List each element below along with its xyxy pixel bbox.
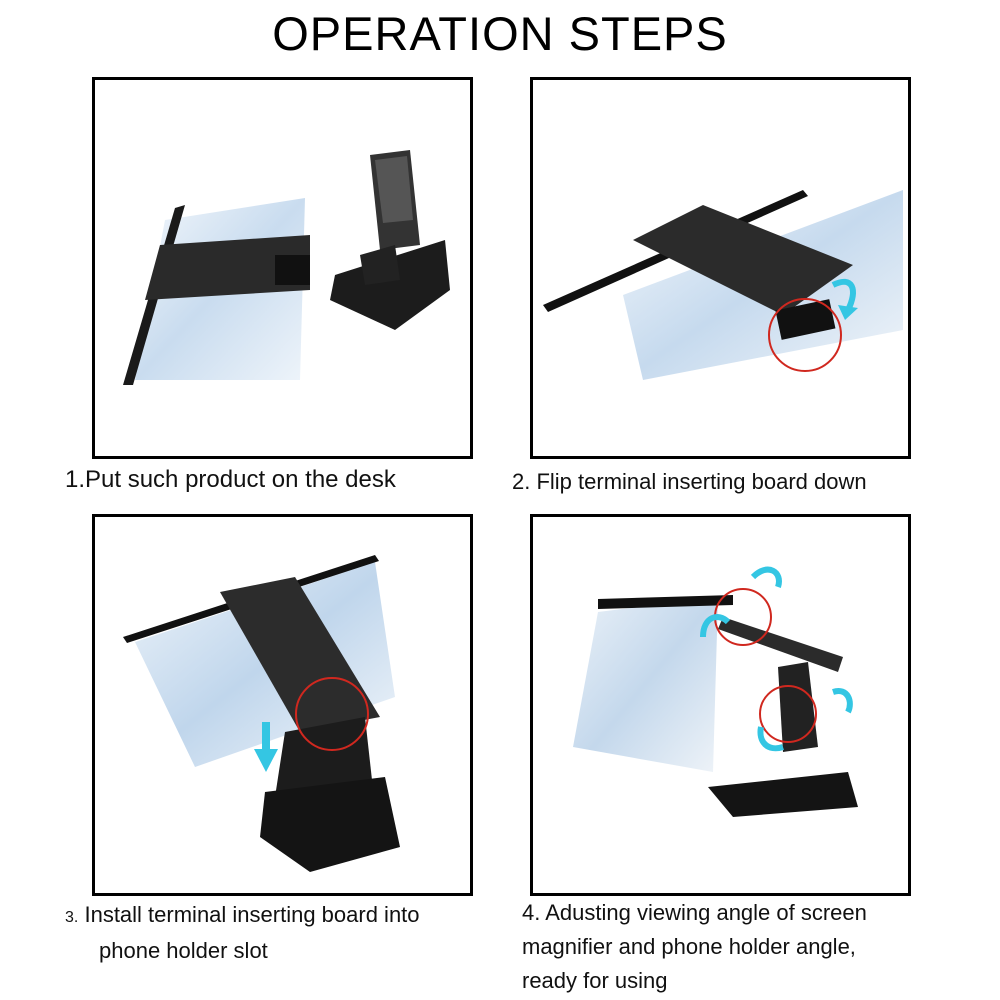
highlight-circle (295, 677, 369, 751)
magnifier-bracket (633, 205, 853, 315)
step-4-caption-line-3: ready for using (522, 968, 668, 993)
step-4-caption: 4. Adusting viewing angle of screen magn… (522, 896, 867, 998)
down-arrow-icon (262, 722, 270, 752)
rotate-arrow-icon (757, 726, 784, 752)
rotate-arrow-icon (831, 278, 856, 312)
step-2-image (530, 77, 911, 459)
step-3-caption: 3. Install terminal inserting board into… (65, 898, 420, 967)
phone-stand-base (260, 777, 400, 872)
step-3-caption-line-1: Install terminal inserting board into (84, 902, 420, 927)
highlight-circle-bottom (759, 685, 817, 743)
step-1-illustration (123, 150, 450, 385)
rotate-arrow-icon (750, 566, 782, 588)
phone-stand (778, 662, 818, 752)
step-2-caption: 2. Flip terminal inserting board down (512, 469, 867, 494)
magnifier-arm (718, 617, 843, 672)
magnifier-bracket (145, 235, 310, 300)
rotate-arrow-icon (700, 614, 731, 638)
step-4-caption-line-2: magnifier and phone holder angle, (522, 934, 856, 959)
step-1-caption: 1.Put such product on the desk (65, 466, 396, 493)
step-3-illustration (123, 555, 400, 872)
phone-stand-base (708, 772, 858, 817)
step-3-number: 3. (65, 909, 79, 926)
step-3-image (92, 514, 473, 896)
magnifier-frame (598, 595, 733, 609)
highlight-circle (768, 298, 842, 372)
step-4-caption-line-1: 4. Adusting viewing angle of screen (522, 900, 867, 925)
step-4-illustration (573, 566, 858, 817)
step-4-image (530, 514, 911, 896)
step-3-caption-line-2: phone holder slot (99, 938, 268, 963)
terminal-inserting-board (775, 299, 836, 340)
step-1-image (92, 77, 473, 459)
phone-stand-base (330, 240, 450, 330)
rotate-arrow-icon (832, 688, 853, 714)
page-title: OPERATION STEPS (272, 7, 728, 60)
magnifier-lens (573, 597, 718, 772)
magnifier-bracket (220, 577, 380, 732)
step-2-illustration (543, 190, 903, 380)
